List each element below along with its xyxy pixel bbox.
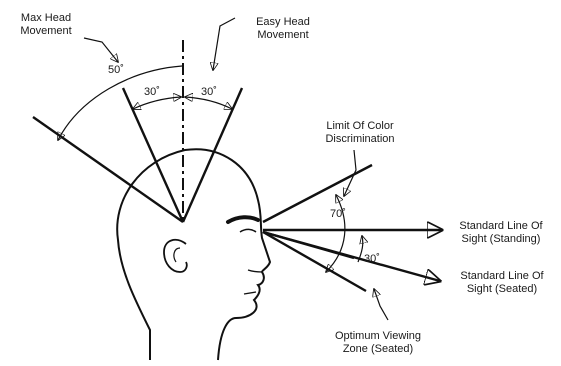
seated-line-1: Standard Line Of	[450, 270, 554, 283]
nose	[248, 270, 262, 272]
color-arc	[326, 195, 345, 272]
limit-color-line-1: Limit Of Color	[308, 120, 412, 133]
eyebrow	[228, 217, 258, 222]
color-leader	[344, 150, 356, 196]
eye	[240, 229, 256, 232]
color-limit-line	[263, 165, 372, 222]
max-arc	[58, 66, 182, 140]
angle-seated-label: 30˚	[364, 253, 380, 265]
optimum-line-2: Zone (Seated)	[326, 343, 430, 356]
easy-head-line-1: Easy Head	[238, 16, 328, 29]
limit-color-line-2: Discrimination	[308, 133, 412, 146]
standard-standing-label: Standard Line Of Sight (Standing)	[448, 220, 554, 246]
head-profile	[117, 149, 270, 360]
angle-right-label: 30˚	[201, 86, 217, 98]
mouth	[244, 292, 256, 294]
angle-color-label: 70˚	[330, 208, 346, 220]
angle-left-label: 30˚	[144, 86, 160, 98]
inner-left-arc	[133, 97, 181, 109]
inner-right-arc	[185, 97, 232, 109]
standard-seated-label: Standard Line Of Sight (Seated)	[450, 270, 554, 296]
zone-leader	[374, 289, 388, 320]
angle-max-label: 50˚	[108, 64, 124, 76]
easy-head-line-2: Movement	[238, 29, 328, 42]
max-head-movement-label: Max Head Movement	[6, 12, 86, 38]
optimum-zone-label: Optimum Viewing Zone (Seated)	[326, 330, 430, 356]
easy-leader	[213, 18, 235, 70]
standing-line-1: Standard Line Of	[448, 220, 554, 233]
zone-line-1	[263, 232, 366, 291]
standing-line-2: Sight (Standing)	[448, 233, 554, 246]
limit-color-label: Limit Of Color Discrimination	[308, 120, 412, 146]
max-head-line-2: Movement	[6, 25, 86, 38]
max-leader	[84, 38, 118, 62]
max-head-line-1: Max Head	[6, 12, 86, 25]
seated-line-2: Sight (Seated)	[450, 283, 554, 296]
ear-inner	[174, 248, 180, 262]
optimum-line-1: Optimum Viewing	[326, 330, 430, 343]
right-30-line	[183, 88, 242, 222]
zone-line-2	[263, 232, 354, 258]
ear	[164, 240, 187, 272]
easy-head-movement-label: Easy Head Movement	[238, 16, 328, 42]
